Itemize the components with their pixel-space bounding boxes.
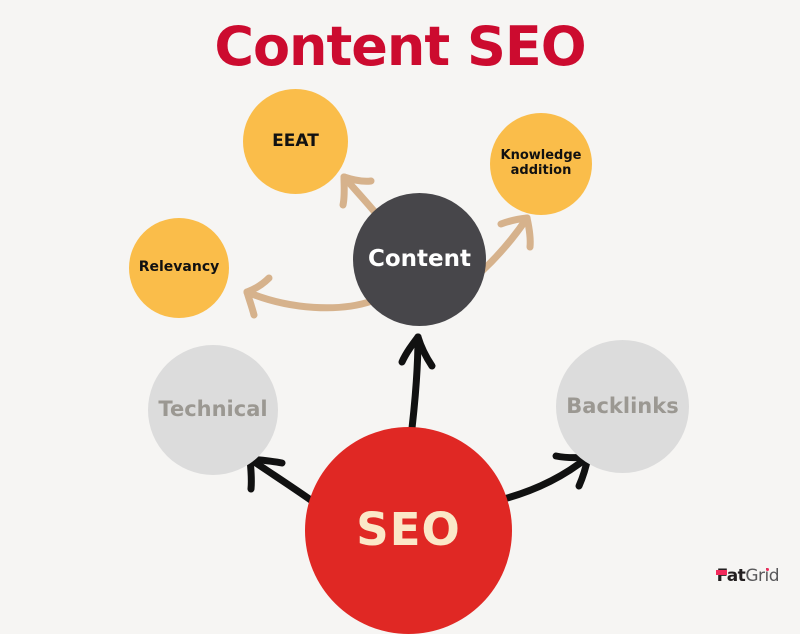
node-knowledge-addition-label: Knowledge addition	[500, 148, 582, 178]
node-backlinks-label: Backlinks	[566, 393, 679, 418]
node-eeat-label: EEAT	[272, 130, 319, 151]
logo-secondary-text: Grid	[745, 566, 779, 586]
node-technical[interactable]: Technical	[148, 345, 278, 475]
node-content-label: Content	[367, 245, 472, 272]
node-technical-label: Technical	[158, 397, 268, 422]
fatgrid-logo: Fat Grid	[715, 566, 782, 586]
node-eeat[interactable]: EEAT	[243, 89, 348, 194]
arrow-content-to-relevancy	[243, 274, 376, 319]
node-relevancy[interactable]: Relevancy	[129, 218, 229, 318]
node-knowledge-addition[interactable]: Knowledge addition	[490, 113, 592, 215]
logo-accent-bar-icon	[715, 569, 727, 575]
node-content[interactable]: Content	[353, 193, 486, 326]
node-backlinks[interactable]: Backlinks	[556, 340, 689, 473]
node-seo-label: SEO	[356, 503, 461, 557]
diagram-canvas: Content SEO	[129, 15, 782, 634]
node-relevancy-label: Relevancy	[138, 259, 220, 276]
arrow-seo-to-backlinks	[496, 452, 592, 504]
logo-accent-dot-icon	[766, 567, 769, 571]
arrow-content-to-knowledge	[477, 214, 534, 276]
page-title: Content SEO	[214, 15, 586, 78]
node-seo[interactable]: SEO	[305, 427, 512, 634]
